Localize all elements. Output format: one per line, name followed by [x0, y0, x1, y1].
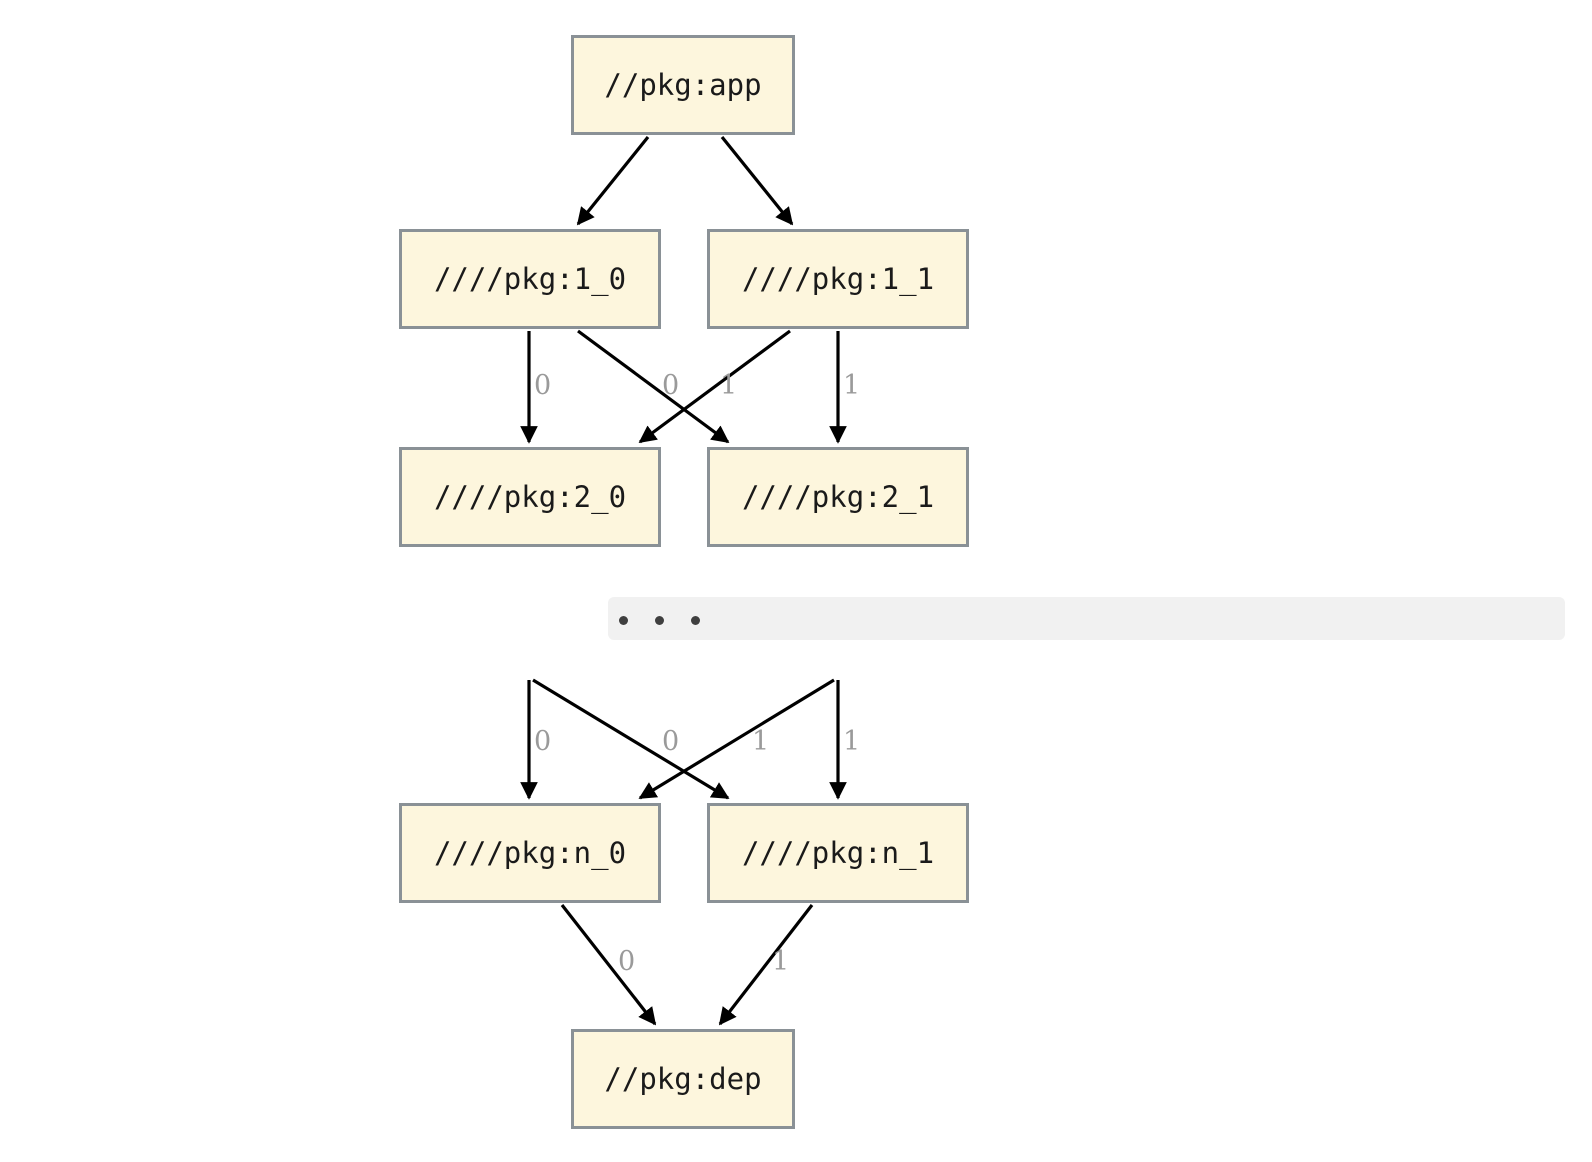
- edge-label-l1_0-l2_1: 0: [662, 370, 680, 401]
- node-ln_0[interactable]: ////pkg:n_0: [399, 803, 661, 903]
- edge-app-to-l1_0: [576, 135, 650, 226]
- edge-upstream-to-ln_0: [638, 678, 835, 800]
- node-label-l2_1: ////pkg:2_1: [741, 480, 935, 514]
- node-label-ln_1: ////pkg:n_1: [741, 836, 935, 870]
- node-label-app: //pkg:app: [604, 68, 762, 102]
- ellipsis-dots: [619, 616, 727, 625]
- node-dep[interactable]: //pkg:dep: [571, 1029, 795, 1129]
- node-l2_1[interactable]: ////pkg:2_1: [707, 447, 969, 547]
- node-label-ln_0: ////pkg:n_0: [433, 836, 627, 870]
- edge-label-upstream-ln_0: 0: [534, 726, 552, 757]
- edge-ln_0-to-dep: [560, 904, 657, 1026]
- edge-label-upstream-ln_0: 1: [752, 726, 770, 757]
- ellipsis-dot: [691, 616, 700, 625]
- edge-l1_1-to-l2_0: [638, 329, 791, 444]
- node-label-dep: //pkg:dep: [604, 1062, 762, 1096]
- edge-l1_0-to-l2_1: [577, 329, 730, 444]
- node-ln_1[interactable]: ////pkg:n_1: [707, 803, 969, 903]
- edge-upstream-to-ln_1: [532, 678, 730, 800]
- node-label-l1_1: ////pkg:1_1: [741, 262, 935, 296]
- node-l1_1[interactable]: ////pkg:1_1: [707, 229, 969, 329]
- node-l1_0[interactable]: ////pkg:1_0: [399, 229, 661, 329]
- ellipsis-separator-band: [608, 597, 1565, 640]
- node-l2_0[interactable]: ////pkg:2_0: [399, 447, 661, 547]
- node-label-l2_0: ////pkg:2_0: [433, 480, 627, 514]
- edge-label-l1_0-l2_0: 0: [534, 370, 552, 401]
- node-app[interactable]: //pkg:app: [571, 35, 795, 135]
- edge-label-ln_0-dep: 0: [618, 946, 636, 977]
- ellipsis-dot: [619, 616, 628, 625]
- edge-label-l1_1-l2_1: 1: [843, 370, 861, 401]
- edges-group: [520, 135, 847, 1026]
- node-label-l1_0: ////pkg:1_0: [433, 262, 627, 296]
- edge-label-upstream-ln_1: 1: [843, 726, 861, 757]
- edge-label-l1_1-l2_0: 1: [720, 370, 738, 401]
- edge-app-to-l1_1: [720, 135, 794, 226]
- edge-label-ln_1-dep: 1: [772, 946, 790, 977]
- ellipsis-dot: [655, 616, 664, 625]
- edge-label-upstream-ln_1: 0: [662, 726, 680, 757]
- edge-ln_1-to-dep: [718, 904, 814, 1026]
